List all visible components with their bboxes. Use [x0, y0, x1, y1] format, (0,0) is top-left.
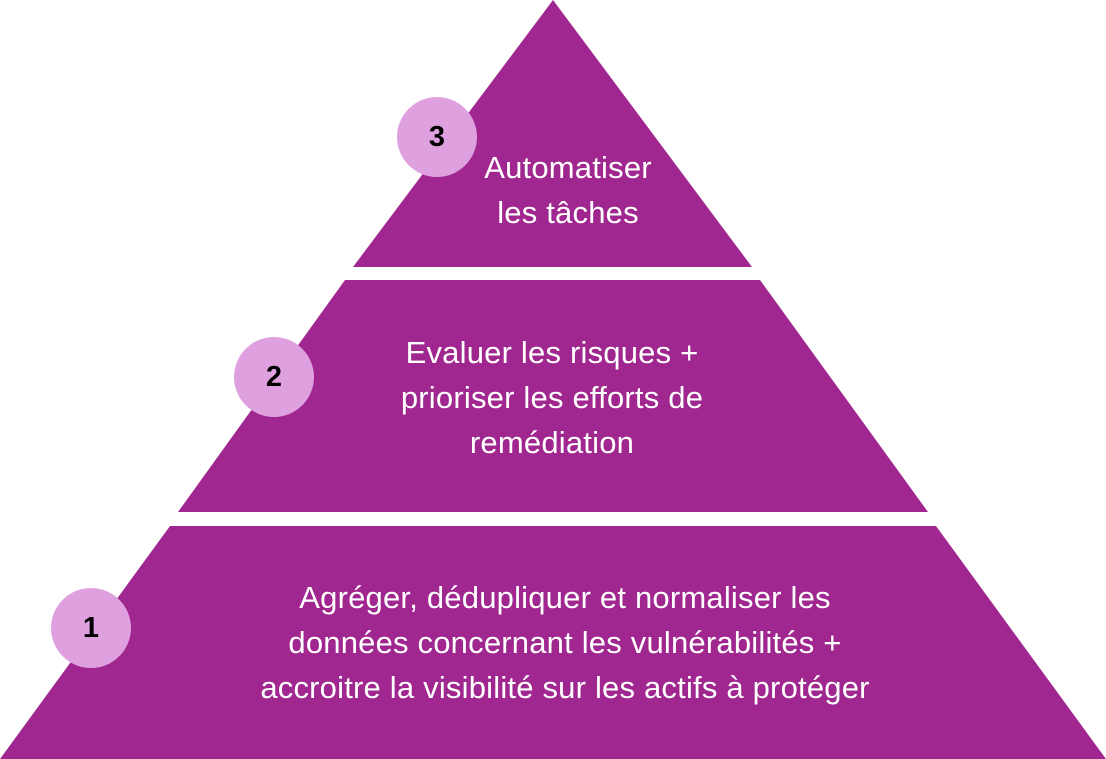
tier-1-text: Agréger, dédupliquer et normaliser les d…	[185, 575, 945, 710]
tier-2-line: remédiation	[469, 425, 635, 460]
tier-3-line: les tâches	[497, 195, 639, 230]
tier-2-badge: 2	[234, 337, 314, 417]
tier-2-line: prioriser les efforts de	[400, 380, 704, 415]
tier-3-number: 3	[428, 120, 446, 153]
tier-1-badge: 1	[51, 588, 131, 668]
tier-3-line: Automatiser	[484, 150, 652, 185]
tier-3-badge: 3	[397, 97, 477, 177]
tier-1-number: 1	[82, 611, 100, 644]
tier-1-line: Agréger, dédupliquer et normaliser les	[299, 580, 831, 615]
tier-2-shape	[178, 280, 928, 512]
tier-2-text: Evaluer les risques + prioriser les effo…	[352, 330, 752, 465]
tier-1-line: accroitre la visibilité sur les actifs à…	[260, 670, 870, 705]
tier-1-shape	[0, 526, 1106, 759]
tier-2-line: Evaluer les risques +	[405, 335, 699, 370]
tier-3-text: Automatiser les tâches	[443, 145, 693, 235]
tier-3-shape	[353, 0, 752, 267]
tier-1-line: données concernant les vulnérabilités +	[288, 625, 842, 660]
tier-2-number: 2	[265, 360, 283, 393]
